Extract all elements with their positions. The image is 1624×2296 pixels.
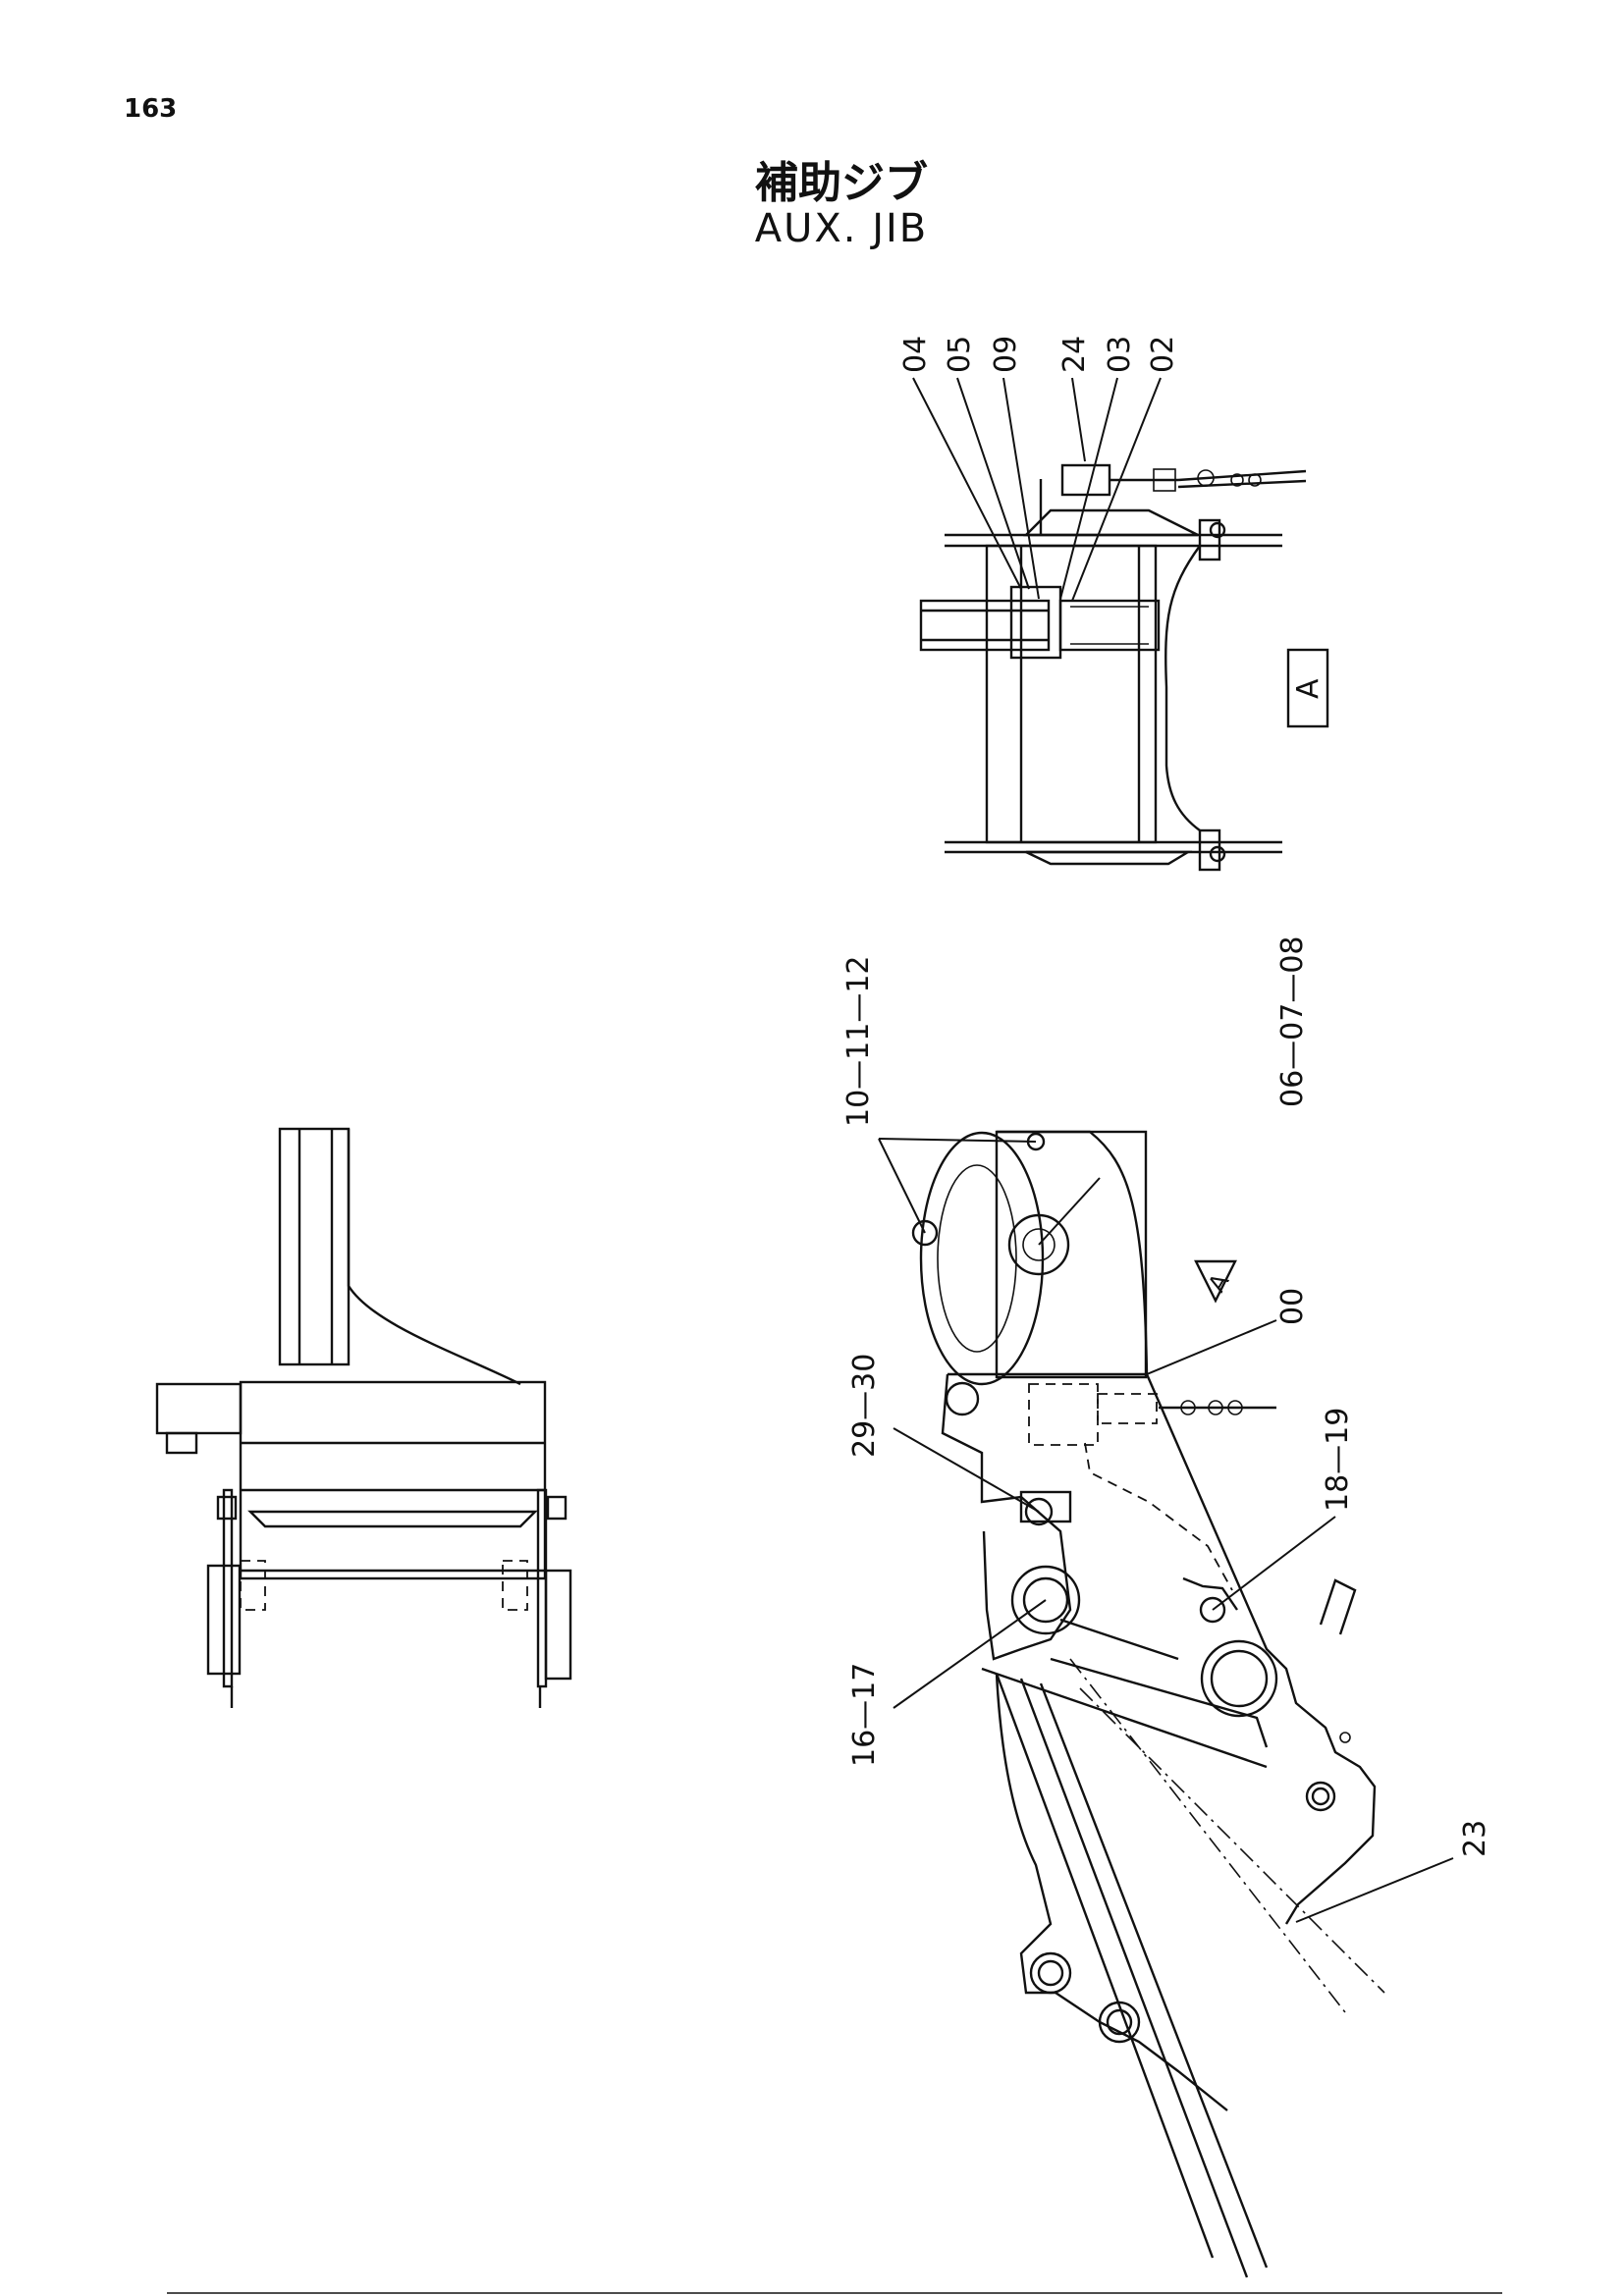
view-marker-a: A [1291,678,1326,699]
page-title-japanese: 補助ジブ [755,158,928,208]
callout-24: 24 [1057,336,1092,373]
callout-23: 23 [1458,1820,1492,1857]
callout-16-17: 16—17 [847,1663,882,1767]
side-view-drawing [878,1130,1454,2278]
callout-29-30: 29—30 [847,1354,882,1458]
top-view-drawing [912,377,1329,872]
page-title-english: AUX. JIB [754,206,929,251]
callout-09: 09 [989,336,1023,373]
callout-06-07-08: 06—07—08 [1275,935,1310,1107]
callout-10-11-12: 10—11—12 [841,955,876,1127]
page-number: 163 [124,94,178,124]
callout-05: 05 [943,336,977,373]
callout-02: 02 [1146,336,1180,373]
callout-00: 00 [1275,1288,1310,1325]
callout-18-19: 18—19 [1321,1408,1355,1512]
callout-04: 04 [898,336,933,373]
front-view-drawing [155,1127,572,1708]
callout-03: 03 [1103,336,1137,373]
